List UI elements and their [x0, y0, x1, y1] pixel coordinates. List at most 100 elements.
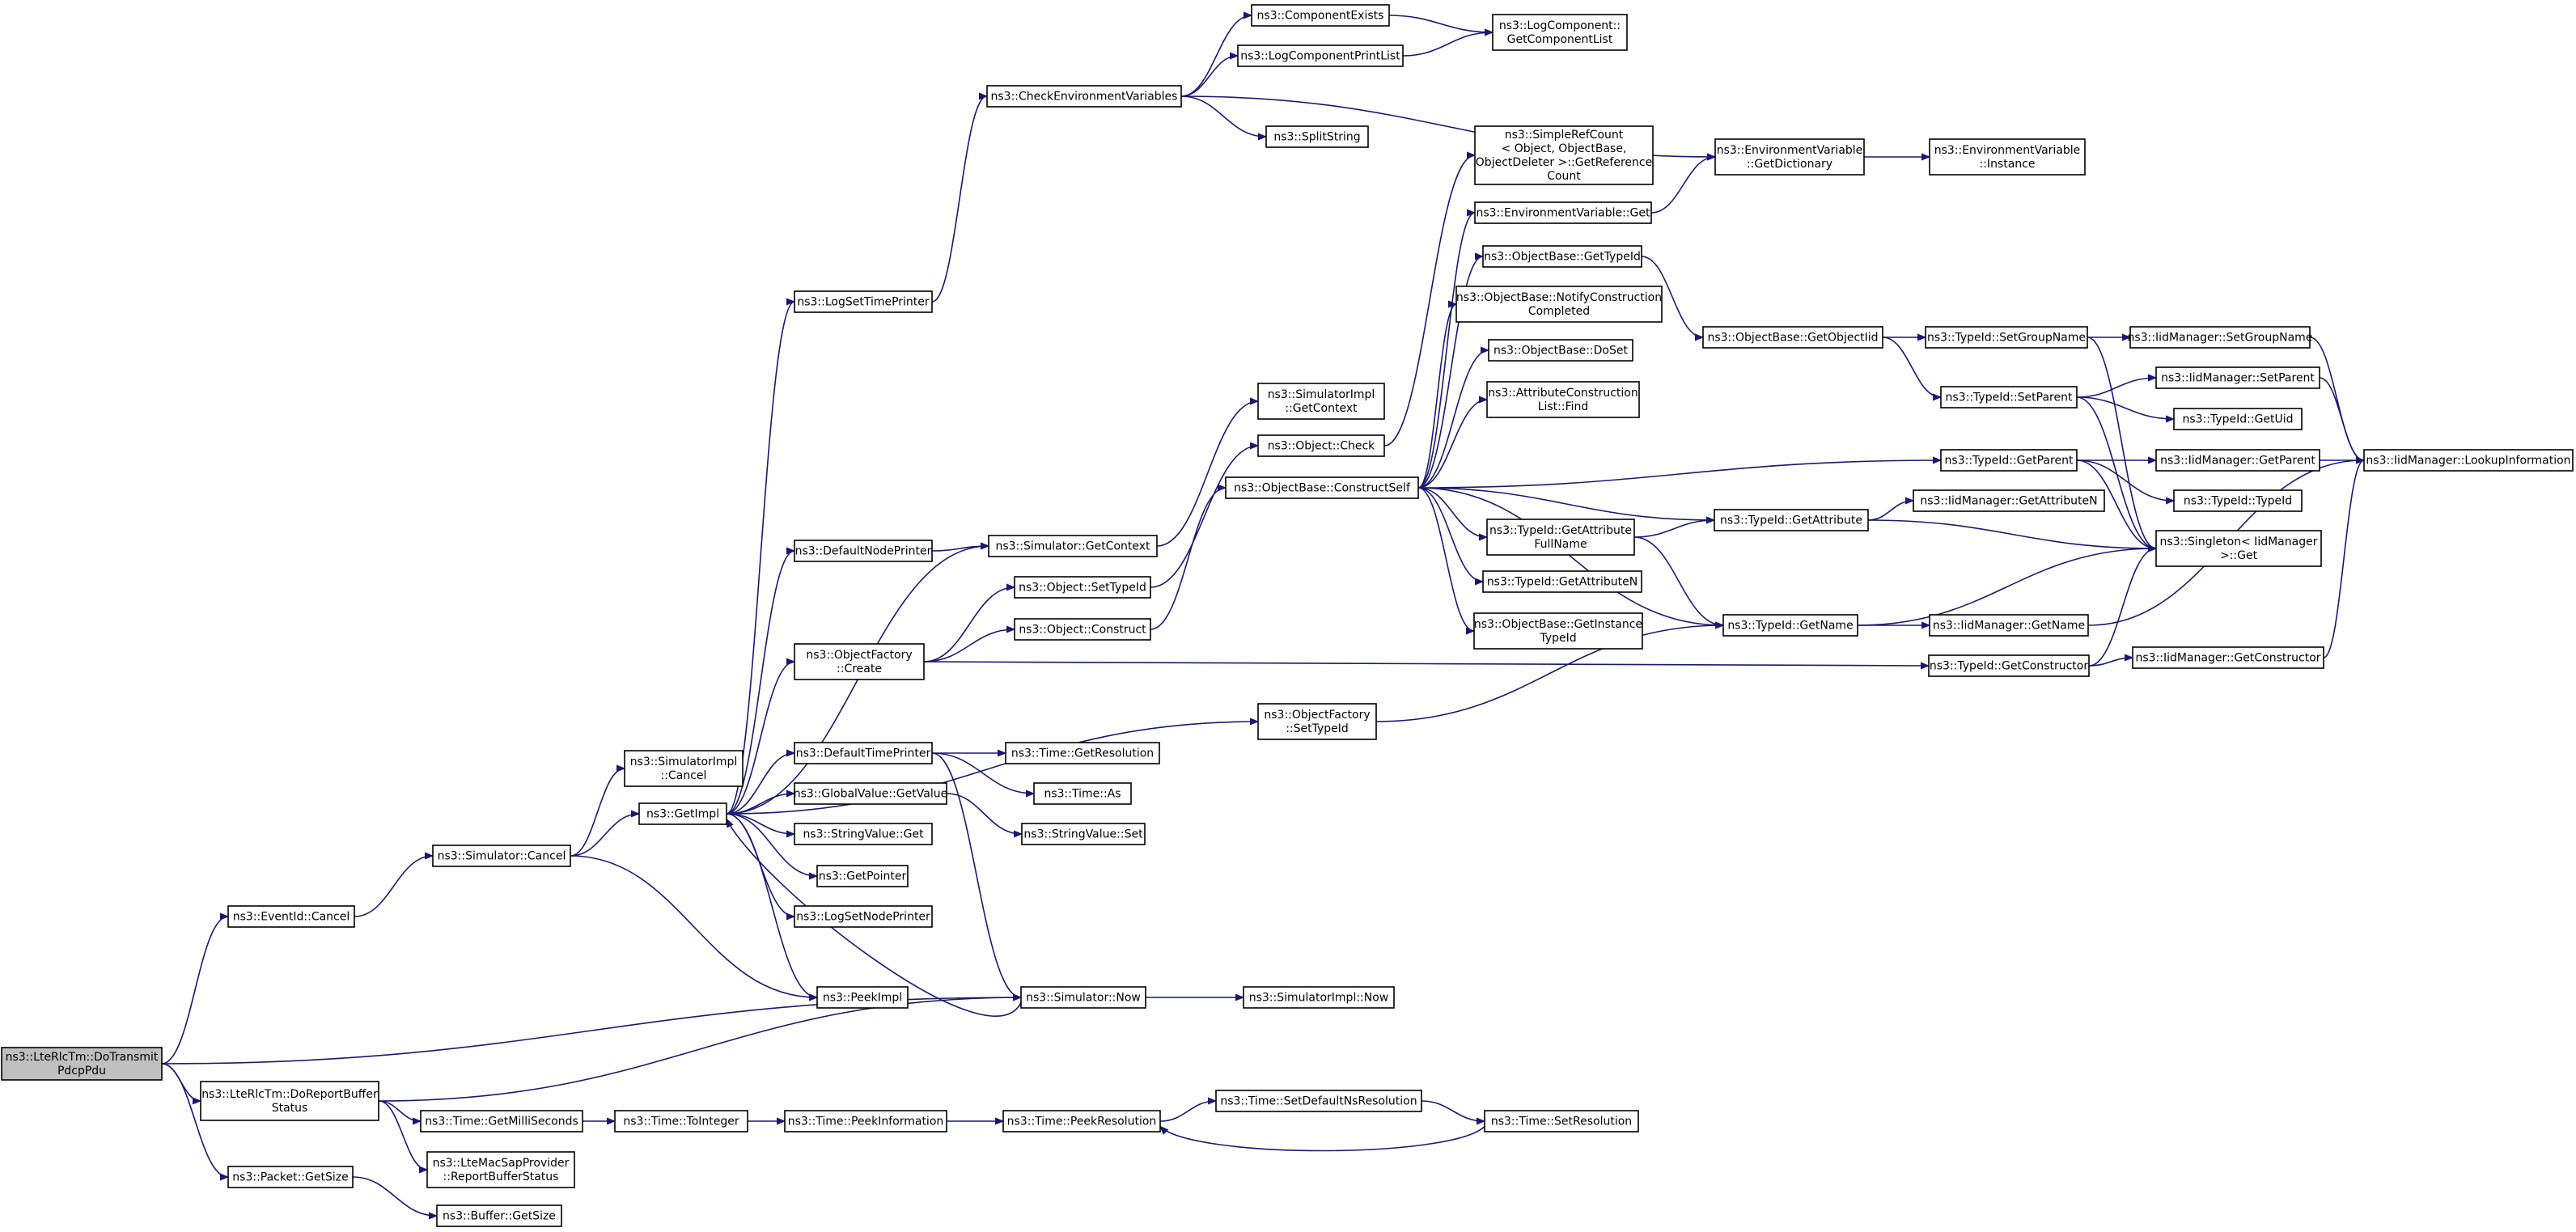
edge-constructself-to-ob-doset: [1417, 350, 1489, 489]
node-constructself[interactable]: ns3::ObjectBase::ConstructSelf: [1225, 476, 1419, 499]
node-typeid-setgroupname[interactable]: ns3::TypeId::SetGroupName: [1925, 326, 2088, 349]
edge-getimpl-to-objectfactory-settypeid: [726, 722, 1258, 815]
node-iid-getattributen[interactable]: ns3::IidManager::GetAttributeN: [1913, 489, 2105, 512]
node-time-getmilliseconds[interactable]: ns3::Time::GetMilliSeconds: [420, 1110, 583, 1133]
node-iid-getconstructor[interactable]: ns3::IidManager::GetConstructor: [2132, 646, 2324, 669]
node-time-peekresolution[interactable]: ns3::Time::PeekResolution: [1002, 1110, 1161, 1133]
node-box: [1257, 383, 1385, 420]
node-typeid-getattributen[interactable]: ns3::TypeId::GetAttributeN: [1482, 570, 1642, 593]
node-object-construct[interactable]: ns3::Object::Construct: [1014, 618, 1151, 641]
edge-objectfactory-create-to-object-settypeid: [923, 587, 1015, 663]
node-time-getresolution[interactable]: ns3::Time::GetResolution: [1005, 742, 1160, 764]
node-envvar-getdict[interactable]: ns3::EnvironmentVariable::GetDictionary: [1714, 138, 1865, 176]
node-singleton-get[interactable]: ns3::Singleton< IidManager>::Get: [2155, 530, 2322, 567]
node-typeid-getparent[interactable]: ns3::TypeId::GetParent: [1940, 449, 2078, 472]
node-getpointer[interactable]: ns3::GetPointer: [816, 865, 909, 887]
node-label: ::Cancel: [661, 769, 707, 782]
node-typeid-getname[interactable]: ns3::TypeId::GetName: [1722, 614, 1858, 637]
node-label: ns3::DefaultTimePrinter: [796, 747, 931, 760]
node-time-setdefaultns[interactable]: ns3::Time::SetDefaultNsResolution: [1215, 1090, 1422, 1112]
node-typeid-getattribute[interactable]: ns3::TypeId::GetAttribute: [1714, 509, 1869, 531]
node-checkenv[interactable]: ns3::CheckEnvironmentVariables: [986, 85, 1182, 108]
node-packet-getsize[interactable]: ns3::Packet::GetSize: [227, 1166, 354, 1188]
node-label: ::GetContext: [1285, 402, 1358, 415]
node-sim-cancel[interactable]: ns3::Simulator::Cancel: [432, 845, 571, 867]
node-simimpl-getcontext[interactable]: ns3::SimulatorImpl::GetContext: [1257, 383, 1385, 420]
node-iid-getname[interactable]: ns3::IidManager::GetName: [1929, 614, 2089, 637]
node-box: [1243, 986, 1395, 1009]
edge-objectfactory-settypeid-to-typeid-getname: [1375, 625, 1723, 722]
node-ob-gettypeid[interactable]: ns3::ObjectBase::GetTypeId: [1482, 245, 1642, 268]
node-buffer-getsize[interactable]: ns3::Buffer::GetSize: [436, 1204, 562, 1227]
edge-sim-now-to-getimpl: [726, 819, 1022, 1017]
node-typeid-typeid[interactable]: ns3::TypeId::TypeId: [2173, 489, 2303, 512]
node-label: ns3::TypeId::GetName: [1727, 620, 1853, 633]
node-time-setresolution[interactable]: ns3::Time::SetResolution: [1484, 1110, 1639, 1133]
node-logcomponentprintlist[interactable]: ns3::LogComponentPrintList: [1237, 44, 1404, 67]
node-defaulttimeprinter[interactable]: ns3::DefaultTimePrinter: [794, 742, 933, 764]
node-label: PdcpPdu: [57, 1065, 106, 1077]
node-box: [1702, 326, 1883, 349]
node-box: [1002, 1110, 1161, 1133]
edge-checkenv-to-logcomponentprintlist: [1180, 56, 1239, 97]
node-box: [227, 1166, 354, 1188]
node-splitstring[interactable]: ns3::SplitString: [1265, 125, 1369, 148]
node-simimpl-now[interactable]: ns3::SimulatorImpl::Now: [1243, 986, 1395, 1009]
edge-typeid-setgroupname-to-singleton-get: [2087, 337, 2157, 548]
node-componentexists[interactable]: ns3::ComponentExists: [1251, 4, 1390, 27]
node-box: [1488, 339, 1633, 362]
node-iid-setgroupname[interactable]: ns3::IidManager::SetGroupName: [2128, 326, 2313, 349]
node-logsettimeprinter[interactable]: ns3::LogSetTimePrinter: [794, 290, 933, 313]
node-envvar-get[interactable]: ns3::EnvironmentVariable::Get: [1474, 201, 1652, 224]
node-box: [426, 1151, 575, 1188]
node-sim-getcontext[interactable]: ns3::Simulator::GetContext: [988, 535, 1158, 557]
node-simimpl-cancel[interactable]: ns3::SimulatorImpl::Cancel: [624, 750, 744, 787]
node-objectfactory-create[interactable]: ns3::ObjectFactory::Create: [794, 643, 925, 680]
node-peekimpl[interactable]: ns3::PeekImpl: [816, 986, 909, 1009]
node-sim-now[interactable]: ns3::Simulator::Now: [1020, 986, 1146, 1009]
node-typeid-getuid[interactable]: ns3::TypeId::GetUid: [2173, 408, 2303, 430]
node-box: [1484, 1110, 1639, 1133]
node-envvar-instance[interactable]: ns3::EnvironmentVariable::Instance: [1929, 138, 2086, 176]
node-object-settypeid[interactable]: ns3::Object::SetTypeId: [1014, 576, 1151, 599]
node-stringvalue-get[interactable]: ns3::StringValue::Get: [794, 823, 933, 845]
node-box: [1482, 570, 1642, 593]
node-label: ns3::Simulator::Cancel: [438, 850, 566, 863]
node-box: [2155, 366, 2320, 389]
node-box: [2173, 489, 2303, 512]
node-box: [1251, 4, 1390, 27]
node-typeid-getconstructor[interactable]: ns3::TypeId::GetConstructor: [1928, 654, 2090, 677]
node-object-check[interactable]: ns3::Object::Check: [1257, 434, 1385, 457]
node-ob-doset[interactable]: ns3::ObjectBase::DoSet: [1488, 339, 1633, 362]
node-box: [420, 1110, 583, 1133]
node-time-peekinformation[interactable]: ns3::Time::PeekInformation: [784, 1110, 947, 1133]
node-ob-getobjectiid[interactable]: ns3::ObjectBase::GetObjectIid: [1702, 326, 1883, 349]
node-iid-setparent[interactable]: ns3::IidManager::SetParent: [2155, 366, 2320, 389]
node-globalvalue-getvalue[interactable]: ns3::GlobalValue::GetValue: [794, 782, 947, 805]
node-stringvalue-set[interactable]: ns3::StringValue::Set: [1021, 823, 1146, 845]
node-eventid-cancel[interactable]: ns3::EventId::Cancel: [227, 905, 355, 928]
node-typeid-setparent[interactable]: ns3::TypeId::SetParent: [1940, 386, 2078, 409]
node-ob-notify[interactable]: ns3::ObjectBase::NotifyConstructionCompl…: [1455, 286, 1663, 323]
node-box: [1928, 654, 2090, 677]
node-objectfactory-settypeid[interactable]: ns3::ObjectFactory::SetTypeId: [1257, 703, 1377, 740]
node-label: ns3::AttributeConstruction: [1488, 387, 1638, 400]
node-box: [816, 865, 909, 887]
node-box: [1265, 125, 1369, 148]
node-logcomponent-getlist[interactable]: ns3::LogComponent::GetComponentList: [1492, 14, 1628, 51]
node-simplerefcount[interactable]: ns3::SimpleRefCount< Object, ObjectBase,…: [1474, 125, 1654, 185]
node-logsetnodeprinter[interactable]: ns3::LogSetNodePrinter: [794, 905, 933, 928]
node-iid-lookup[interactable]: ns3::IidManager::LookupInformation: [2363, 449, 2574, 472]
node-iid-getparent[interactable]: ns3::IidManager::GetParent: [2155, 449, 2320, 472]
node-getimpl[interactable]: ns3::GetImpl: [638, 802, 727, 825]
node-defaultnodeprinter[interactable]: ns3::DefaultNodePrinter: [794, 540, 933, 562]
node-ltemacsap-report[interactable]: ns3::LteMacSapProvider::ReportBufferStat…: [426, 1151, 575, 1188]
node-label: ::SetTypeId: [1286, 722, 1349, 735]
node-time-tointeger[interactable]: ns3::Time::ToInteger: [614, 1110, 748, 1133]
node-time-as[interactable]: ns3::Time::As: [1033, 782, 1132, 805]
